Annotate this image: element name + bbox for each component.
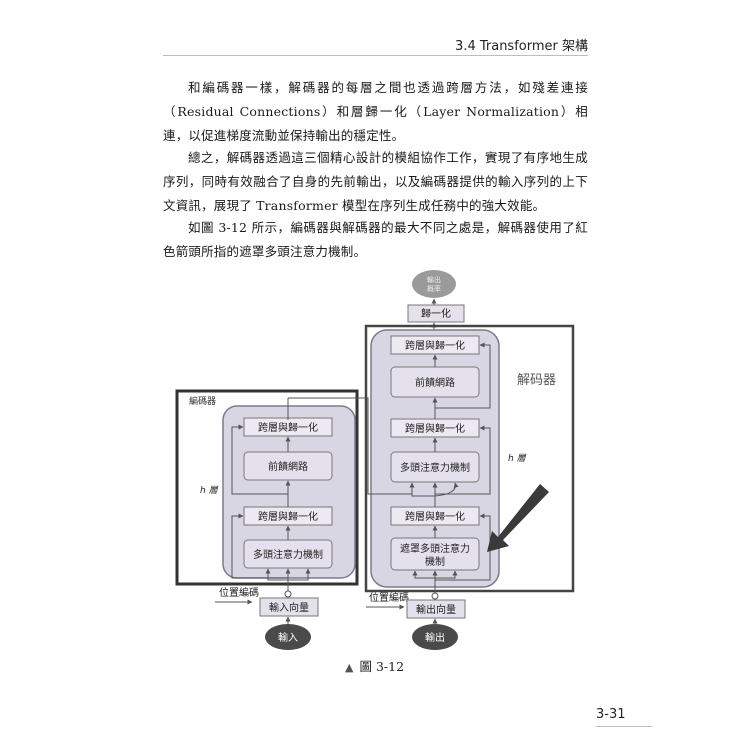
decoder-add-norm-top-label: 跨層與歸一化: [405, 339, 465, 352]
paragraph-figure-reference: 如圖 3-12 所示，編碼器與解碼器的最大不同之處是，解碼器使用了紅色箭頭所指的…: [163, 220, 588, 259]
paragraph-residual: 和編碼器一樣，解碼器的每層之間也透過跨層方法，如殘差連接（Residual Co…: [163, 80, 588, 143]
encoder-title: 編碼器: [189, 395, 216, 407]
decoder-add-norm-bottom-label: 跨層與歸一化: [405, 510, 465, 523]
encoder-layer-panel: [222, 405, 356, 579]
encoder-input-label: 輸入: [278, 631, 298, 644]
header-title: 3.4 Transformer 架構: [455, 39, 588, 54]
decoder-attention-label: 多頭注意力機制: [400, 461, 470, 474]
decoder-feed-forward-label: 前饋網路: [415, 376, 455, 389]
decoder-add-norm-top-box: [390, 335, 480, 355]
encoder-input-embedding-label: 輸入向量: [269, 601, 309, 614]
header-rule: [163, 55, 588, 56]
encoder-add-norm-top-label: 跨層與歸一化: [258, 421, 318, 434]
encoder-feed-forward-label: 前饋網路: [268, 460, 308, 473]
decoder-output-probs-oval: [412, 270, 456, 298]
encoder-attention-label: 多頭注意力機制: [253, 548, 323, 561]
decoder-output-probs-label: 輸出: [427, 275, 441, 284]
encoder-input-embedding-box: [259, 597, 319, 617]
encoder-arrows: [231, 397, 369, 600]
decoder-frame: [364, 324, 575, 593]
decoder-output-norm-box: [407, 304, 465, 323]
decoder-output-embedding-label: 輸出向量: [416, 603, 456, 616]
encoder-frame: [175, 389, 359, 586]
figure-caption-text: 圖 3-12: [359, 659, 405, 674]
encoder-layer-count: h 層: [200, 485, 219, 496]
decoder-output-embedding-box: [406, 599, 466, 619]
figure-caption: ▲ 圖 3-12: [345, 656, 404, 675]
decoder-title: 解码器: [517, 373, 556, 388]
decoder-add-norm-mid-label: 跨層與歸一化: [405, 422, 465, 435]
decoder-output-norm-label: 歸一化: [421, 307, 451, 320]
page-number-rule: [596, 726, 652, 727]
decoder-positional-encoding: 位置編碼: [369, 591, 409, 604]
paragraph-summary: 總之，解碼器透過這三個精心設計的模組協作工作，實現了有序地生成序列，同時有效融合…: [163, 150, 588, 213]
decoder-output-label: 輸出: [425, 631, 445, 644]
encoder-sum-node: [284, 590, 292, 598]
decoder-masked-attention-label-1: 遮罩多頭注意力: [400, 542, 470, 555]
decoder-layer-count: h 層: [508, 453, 527, 464]
decoder-masked-attention-label-2: 機制: [425, 555, 445, 568]
page-number: 3-31: [596, 707, 626, 722]
decoder-output-probs-label-2: 概率: [427, 284, 441, 293]
decoder-sum-node: [431, 592, 439, 600]
decoder-output-oval: [412, 624, 458, 650]
encoder-positional-encoding: 位置編碼: [219, 586, 259, 599]
encoder-input-oval: [265, 624, 311, 650]
caption-triangle-icon: ▲: [345, 661, 354, 674]
encoder-add-norm-bottom-label: 跨層與歸一化: [258, 510, 318, 523]
masked-attention-pointer-arrow: [487, 484, 549, 552]
